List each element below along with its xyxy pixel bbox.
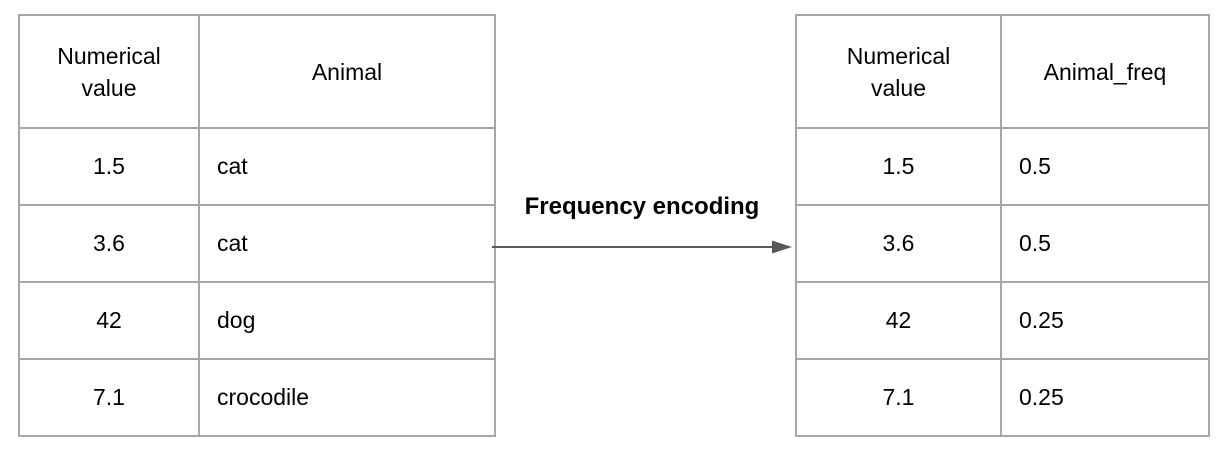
numerical-value-cell: 7.1 [795, 358, 1002, 437]
animal-freq-cell: 0.5 [1000, 127, 1210, 206]
original-data-table: Numerical value Animal 1.5 cat 3.6 cat 4… [18, 14, 496, 437]
table-row: 3.6 cat [18, 204, 496, 283]
animal-cell: crocodile [198, 358, 496, 437]
table-row: 1.5 cat [18, 127, 496, 206]
animal-freq-cell: 0.25 [1000, 281, 1210, 360]
table-row: 3.6 0.5 [795, 204, 1210, 283]
right-arrow-icon [492, 240, 792, 254]
numerical-value-column-header: Numerical value [18, 14, 200, 129]
animal-column-header: Animal [198, 14, 496, 129]
table-row: 42 dog [18, 281, 496, 360]
animal-cell: cat [198, 204, 496, 283]
encoded-data-table: Numerical value Animal_freq 1.5 0.5 3.6 … [795, 14, 1210, 437]
animal-freq-column-header: Animal_freq [1000, 14, 1210, 129]
numerical-value-cell: 42 [795, 281, 1002, 360]
numerical-value-column-header: Numerical value [795, 14, 1002, 129]
table-row: 42 0.25 [795, 281, 1210, 360]
numerical-value-cell: 3.6 [795, 204, 1002, 283]
animal-freq-cell: 0.5 [1000, 204, 1210, 283]
animal-freq-cell: 0.25 [1000, 358, 1210, 437]
numerical-value-cell: 1.5 [18, 127, 200, 206]
animal-cell: cat [198, 127, 496, 206]
table-header-row: Numerical value Animal [18, 14, 496, 129]
table-row: 7.1 crocodile [18, 358, 496, 437]
arrow-label: Frequency encoding [524, 193, 760, 220]
numerical-value-cell: 3.6 [18, 204, 200, 283]
numerical-value-cell: 7.1 [18, 358, 200, 437]
table-header-row: Numerical value Animal_freq [795, 14, 1210, 129]
animal-cell: dog [198, 281, 496, 360]
table-row: 7.1 0.25 [795, 358, 1210, 437]
numerical-value-cell: 42 [18, 281, 200, 360]
numerical-value-cell: 1.5 [795, 127, 1002, 206]
table-row: 1.5 0.5 [795, 127, 1210, 206]
